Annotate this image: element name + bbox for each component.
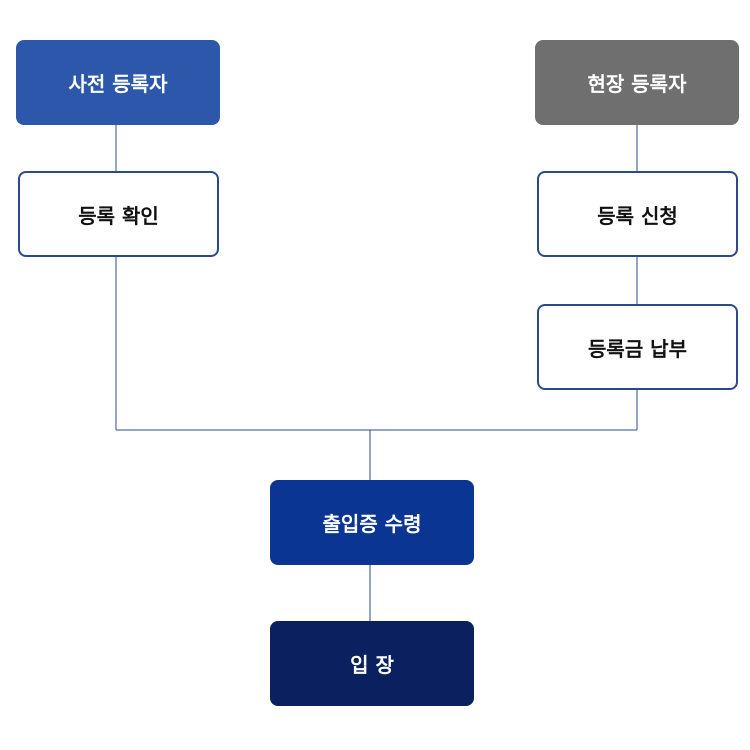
badge-pickup-label: 출입증 수령	[322, 512, 422, 536]
registration-apply-label: 등록 신청	[597, 203, 678, 228]
badge-pickup-box: 출입증 수령	[270, 480, 474, 565]
onsite-registrant-label: 현장 등록자	[587, 72, 687, 96]
entrance-label: 입 장	[350, 653, 394, 677]
registration-confirm-box: 등록 확인	[18, 171, 219, 257]
registration-confirm-label: 등록 확인	[78, 203, 159, 228]
fee-payment-box: 등록금 납부	[537, 304, 738, 390]
pre-registrant-box: 사전 등록자	[16, 40, 220, 125]
fee-payment-label: 등록금 납부	[588, 336, 687, 361]
entrance-box: 입 장	[270, 621, 474, 706]
registration-apply-box: 등록 신청	[537, 171, 738, 257]
onsite-registrant-box: 현장 등록자	[535, 40, 739, 125]
pre-registrant-label: 사전 등록자	[68, 72, 168, 96]
